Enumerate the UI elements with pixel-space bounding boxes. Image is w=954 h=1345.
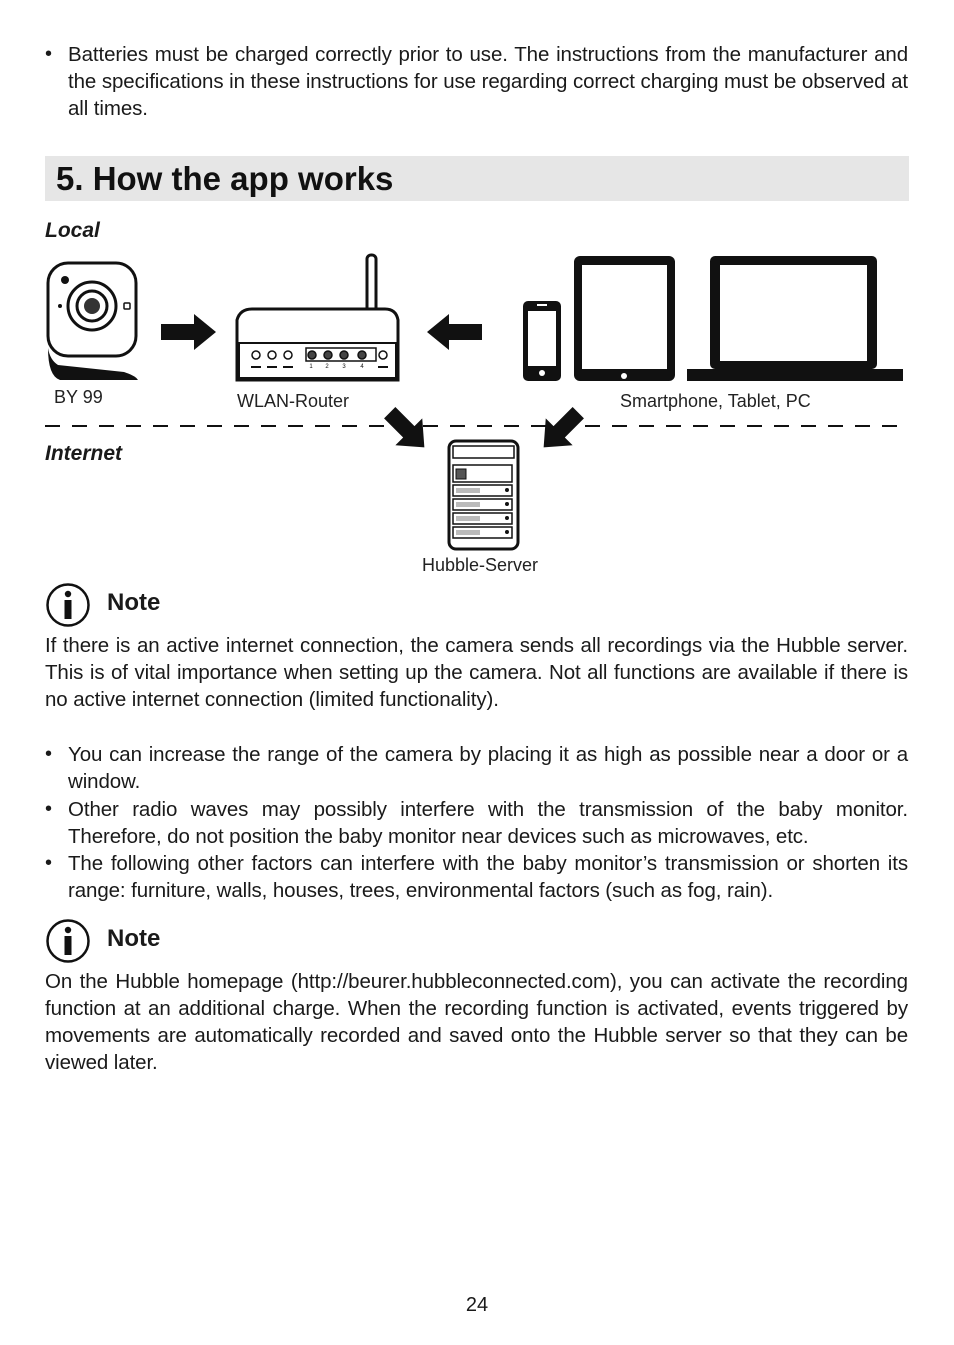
tablet-icon — [574, 256, 675, 381]
laptop-icon — [687, 256, 903, 381]
router-port-label: 1 — [309, 364, 313, 370]
info-icon — [46, 583, 90, 627]
router-port-label: 4 — [360, 364, 364, 370]
note-1-title: Note — [107, 589, 161, 616]
list-item-text: The following other factors can interfer… — [68, 852, 908, 902]
bullet-dot: • — [45, 43, 52, 65]
router-port-label: 2 — [325, 364, 329, 370]
devices-label: Smartphone, Tablet, PC — [620, 391, 811, 411]
list-item: • The following other factors can interf… — [45, 850, 908, 904]
section-title: 5. How the app works — [56, 160, 394, 197]
camera-icon — [46, 261, 138, 380]
server-icon — [447, 439, 520, 551]
bullet-dot: • — [45, 798, 52, 820]
list-item: • You can increase the range of the came… — [45, 741, 908, 795]
note-1-text: If there is an active internet connectio… — [45, 634, 908, 711]
camera-label: BY 99 — [54, 387, 103, 407]
arrow-router-to-server-icon — [384, 407, 425, 448]
note-1-header: Note — [45, 583, 345, 627]
server-label: Hubble-Server — [422, 555, 539, 575]
local-label: Local — [45, 219, 100, 242]
smartphone-icon — [523, 301, 561, 381]
arrow-camera-to-router-icon — [161, 314, 216, 350]
router-label: WLAN-Router — [237, 391, 350, 411]
list-item-text: Other radio waves may possibly interfere… — [68, 798, 908, 848]
bullet-dot: • — [45, 852, 52, 874]
note-2-title: Note — [107, 925, 161, 952]
list-item-text: You can increase the range of the camera… — [68, 743, 908, 793]
bullet-dot: • — [45, 743, 52, 765]
note-2-text: On the Hubble homepage (http://beurer.hu… — [45, 970, 908, 1074]
internet-label: Internet — [45, 442, 123, 465]
network-diagram: 1 2 3 4 — [45, 253, 908, 551]
intro-bullet: • Batteries must be charged correctly pr… — [45, 41, 908, 122]
arrow-devices-to-server-icon — [543, 407, 584, 448]
note-2-header: Note — [45, 919, 345, 963]
intro-bullet-text: Batteries must be charged correctly prio… — [68, 43, 908, 120]
router-port-label: 3 — [342, 364, 346, 370]
page-number: 24 — [465, 1294, 489, 1316]
router-icon: 1 2 3 4 — [235, 253, 400, 382]
info-icon — [46, 919, 90, 963]
section-heading-bar: 5. How the app works — [45, 156, 909, 201]
arrow-devices-to-router-icon — [427, 314, 482, 350]
list-item: • Other radio waves may possibly interfe… — [45, 796, 908, 850]
